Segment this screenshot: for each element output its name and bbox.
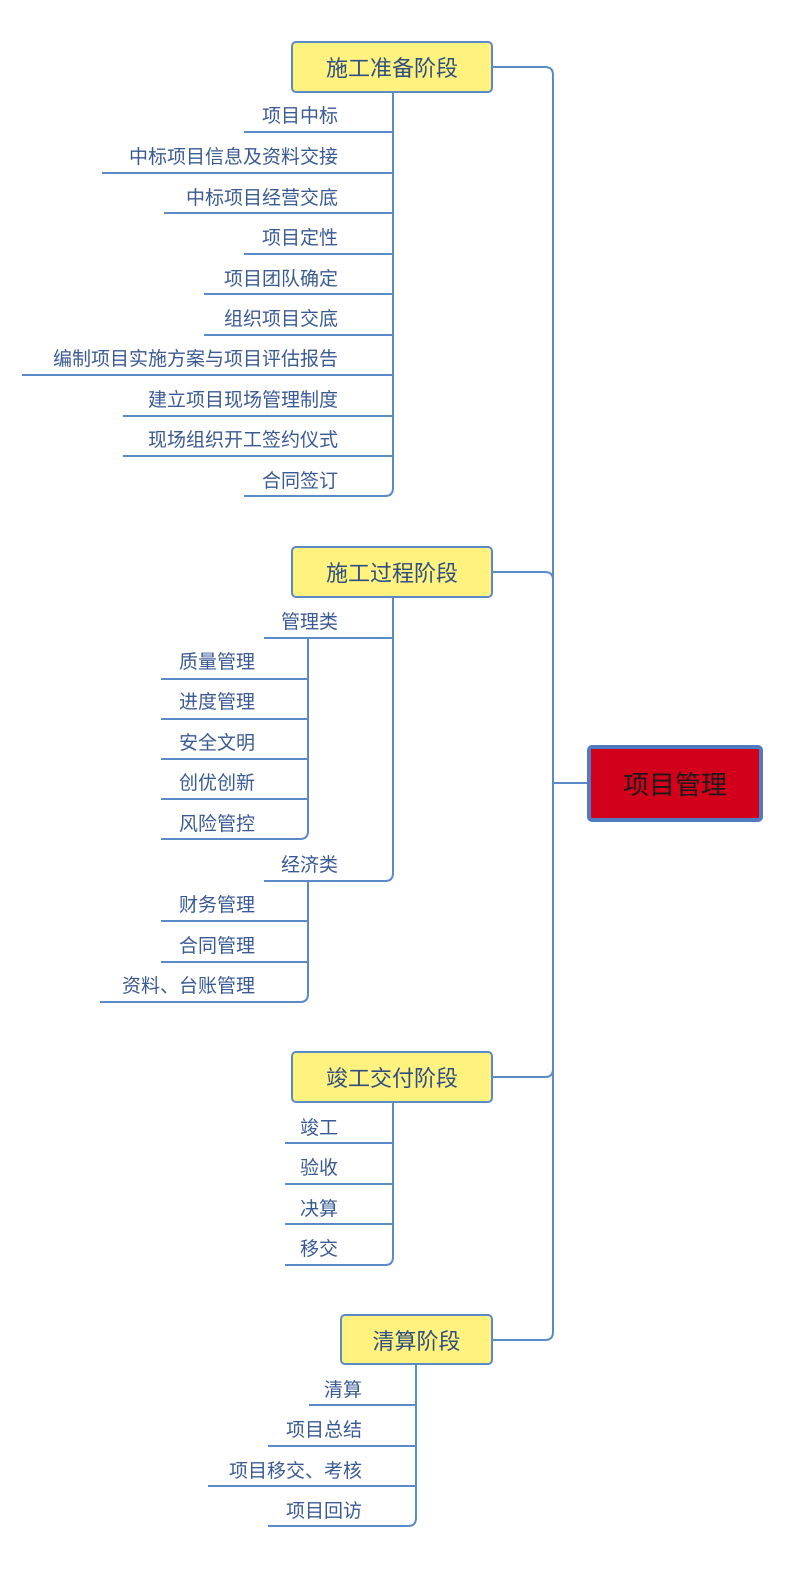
root-node[interactable]: 项目管理 xyxy=(587,745,763,822)
leaf-item[interactable]: 风险管控 xyxy=(178,813,255,835)
leaf-item[interactable]: 项目回访 xyxy=(285,1500,362,1522)
leaf-item[interactable]: 合同签订 xyxy=(261,470,338,492)
leaf-item[interactable]: 资料、台账管理 xyxy=(121,975,255,997)
stage-node-preparation[interactable]: 施工准备阶段 xyxy=(291,41,493,93)
stage-connector xyxy=(493,783,554,1341)
leaf-item[interactable]: 项目总结 xyxy=(285,1419,362,1441)
leaf-item[interactable]: 安全文明 xyxy=(178,732,255,754)
stage-connector xyxy=(493,571,554,783)
leaf-item[interactable]: 竣工 xyxy=(299,1117,338,1139)
stage-connector xyxy=(493,783,554,1078)
stage-node-settlement[interactable]: 清算阶段 xyxy=(340,1314,493,1365)
leaf-item[interactable]: 质量管理 xyxy=(178,651,255,673)
leaf-item[interactable]: 验收 xyxy=(299,1157,338,1179)
leaf-item[interactable]: 财务管理 xyxy=(178,894,255,916)
leaf-item[interactable]: 清算 xyxy=(323,1379,362,1401)
group-label-management[interactable]: 管理类 xyxy=(280,611,338,633)
stage-node-completion[interactable]: 竣工交付阶段 xyxy=(291,1051,493,1103)
leaf-item[interactable]: 项目移交、考核 xyxy=(228,1460,362,1482)
stage-connector xyxy=(493,66,554,783)
leaf-item[interactable]: 项目定性 xyxy=(261,227,338,249)
leaf-item[interactable]: 中标项目经营交底 xyxy=(185,187,338,209)
leaf-item[interactable]: 移交 xyxy=(299,1238,338,1260)
leaf-item[interactable]: 合同管理 xyxy=(178,935,255,957)
leaf-item[interactable]: 进度管理 xyxy=(178,691,255,713)
leaf-item[interactable]: 创优创新 xyxy=(178,772,255,794)
leaf-item[interactable]: 决算 xyxy=(299,1198,338,1220)
leaf-item[interactable]: 现场组织开工签约仪式 xyxy=(147,429,338,451)
leaf-item[interactable]: 项目中标 xyxy=(261,105,338,127)
leaf-item[interactable]: 编制项目实施方案与项目评估报告 xyxy=(52,348,338,370)
stage-node-construction[interactable]: 施工过程阶段 xyxy=(291,546,493,598)
group-label-economic[interactable]: 经济类 xyxy=(280,854,338,876)
leaf-item[interactable]: 建立项目现场管理制度 xyxy=(147,389,338,411)
leaf-item[interactable]: 项目团队确定 xyxy=(223,268,338,290)
leaf-item[interactable]: 组织项目交底 xyxy=(223,308,338,330)
leaf-item[interactable]: 中标项目信息及资料交接 xyxy=(128,146,338,168)
